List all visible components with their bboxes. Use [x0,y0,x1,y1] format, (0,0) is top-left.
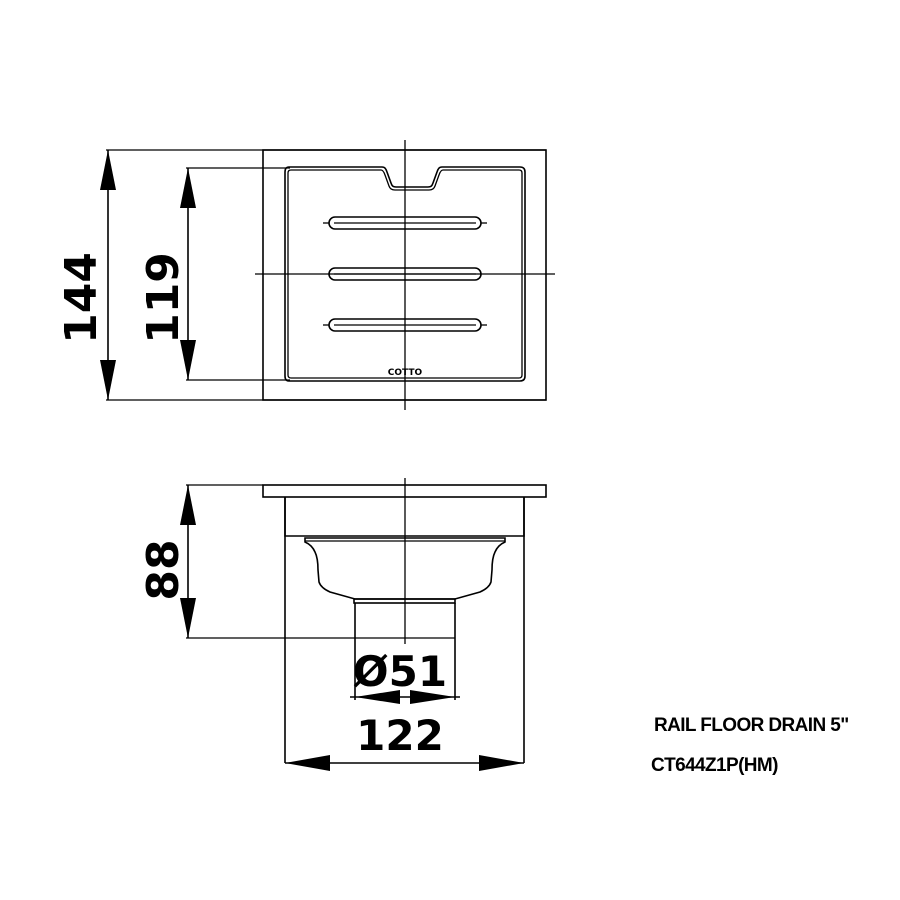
title-block: RAIL FLOOR DRAIN 5" CT644Z1P(HM) [651,715,849,776]
dimension-119: 119 [138,168,196,380]
dimension-diameter-51: Ø51 [350,647,460,704]
dimension-label-119: 119 [138,252,189,344]
top-view: COTTO 144 119 [56,140,555,410]
dimension-144: 144 [56,150,116,400]
dimension-label-122: 122 [356,711,444,760]
grate-outline-outer [284,166,526,382]
brand-logo: COTTO [388,368,423,378]
product-name: RAIL FLOOR DRAIN 5" [654,715,849,736]
dimension-88: 88 [138,485,196,638]
dimension-label-diameter: Ø51 [353,647,447,696]
dimension-label-144: 144 [56,252,107,344]
grate-outline-inner [287,169,523,379]
dimension-label-88: 88 [138,539,189,600]
side-view: 88 Ø51 122 [138,478,547,771]
dimension-122: 122 [285,711,524,771]
model-code: CT644Z1P(HM) [651,755,778,776]
